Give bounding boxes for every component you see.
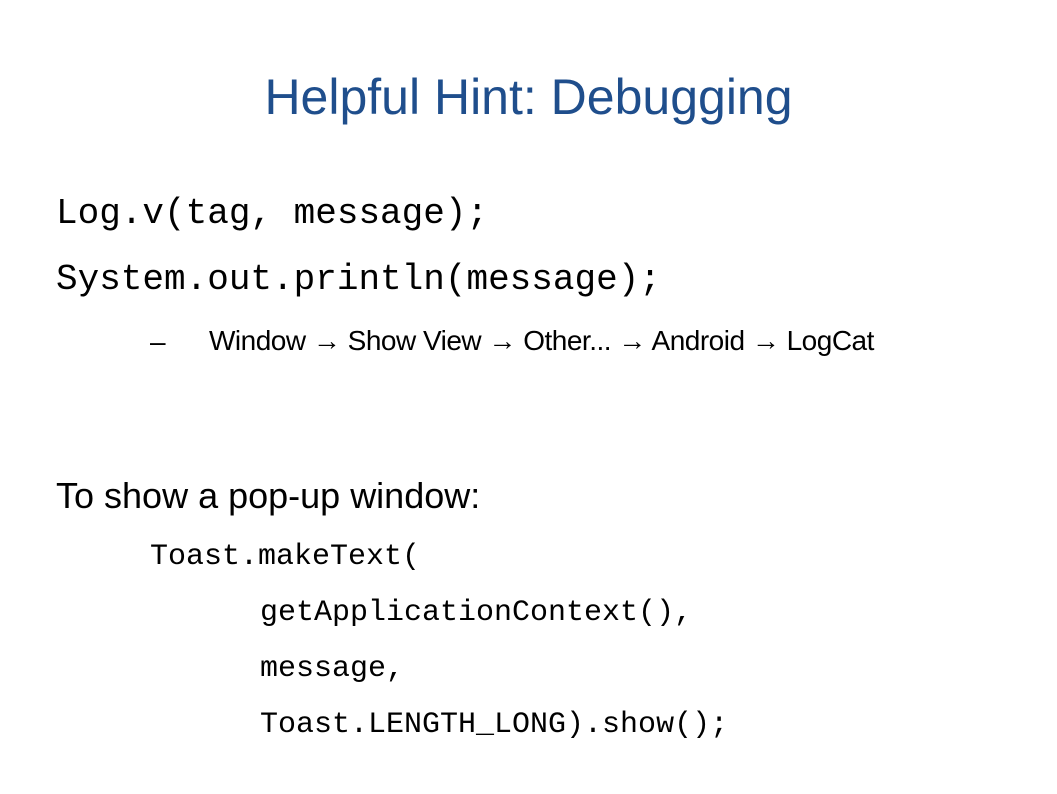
popup-heading: To show a pop-up window: <box>56 475 481 516</box>
toast-code-line-1: Toast.makeText( <box>150 540 421 574</box>
toast-code-line-2: getApplicationContext(), <box>260 596 693 630</box>
code-line-log: Log.v(tag, message); <box>56 193 489 234</box>
slide-title: Helpful Hint: Debugging <box>264 69 793 125</box>
toast-code-line-4: Toast.LENGTH_LONG).show(); <box>260 708 729 742</box>
toast-code-line-3: message, <box>260 652 405 686</box>
sub-bullet-marker: – <box>150 326 166 357</box>
code-line-println: System.out.println(message); <box>56 259 661 300</box>
logcat-menu-path: Window → Show View → Other... → Android … <box>209 325 874 356</box>
